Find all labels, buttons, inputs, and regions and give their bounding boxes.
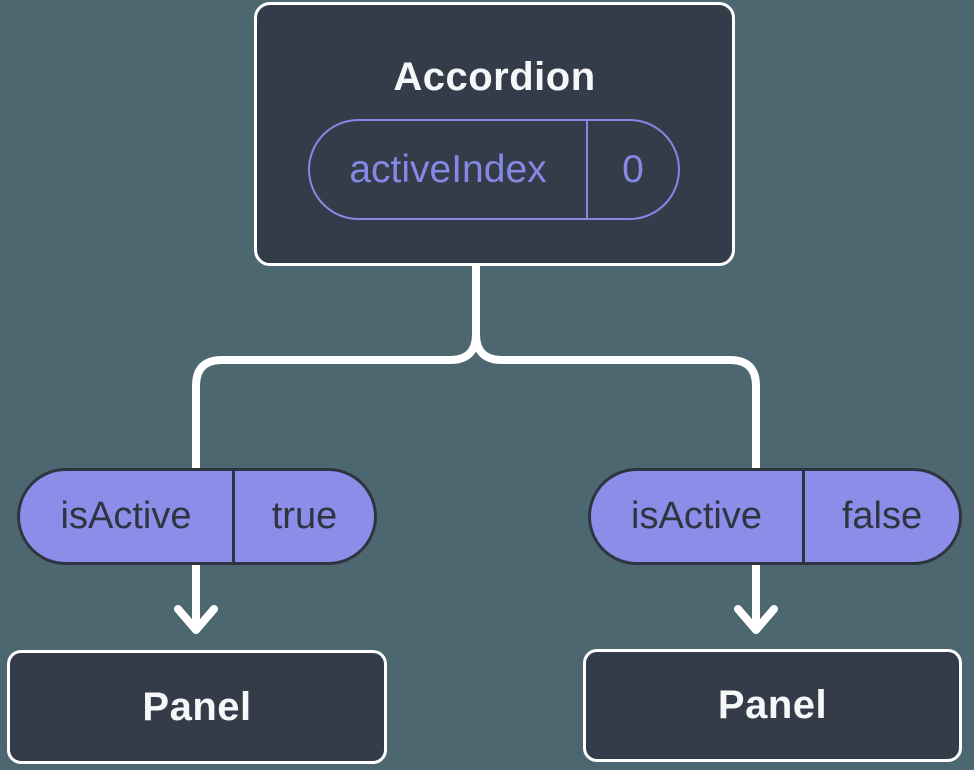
accordion-node-title: Accordion [393, 55, 596, 99]
connector-left-branch [192, 262, 480, 626]
prop-value-right: false [841, 495, 923, 537]
state-value: 0 [622, 147, 644, 191]
panel-node-left: Panel [7, 650, 387, 764]
prop-pill-right: isActive false [588, 468, 962, 565]
connector-right-branch [472, 262, 760, 626]
accordion-node: Accordion activeIndex 0 [254, 2, 735, 266]
prop-name-right: isActive [591, 471, 805, 562]
arrowhead-right-icon [734, 605, 778, 634]
panel-node-right: Panel [583, 649, 962, 762]
prop-pill-left: isActive true [17, 468, 377, 565]
prop-value-left: true [271, 495, 338, 537]
arrowhead-left-icon [174, 605, 218, 634]
prop-name-left: isActive [20, 471, 235, 562]
state-pill: activeIndex 0 [308, 119, 680, 220]
state-name: activeIndex [310, 121, 588, 218]
